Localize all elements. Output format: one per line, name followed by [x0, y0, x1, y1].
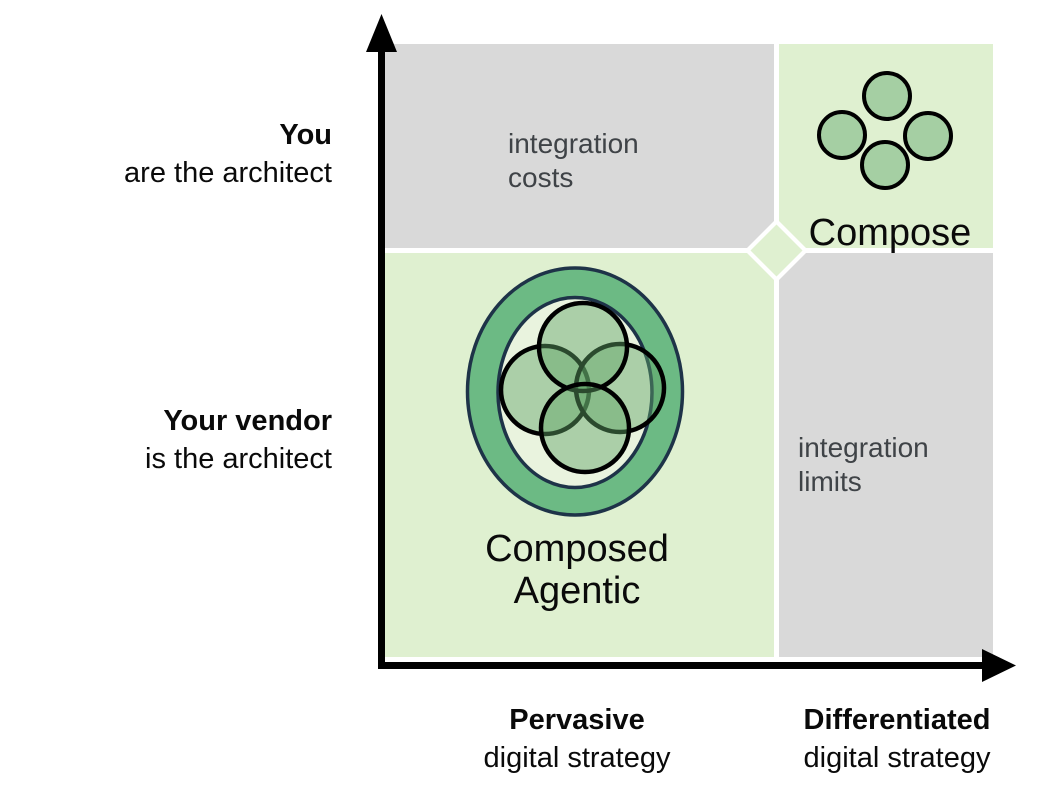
composed-agentic-icon [465, 266, 685, 517]
agentic-circle-bottom [538, 381, 632, 475]
y-axis-label-bottom: Your vendor is the architect [0, 402, 332, 478]
compose-circle-bottom [860, 140, 910, 190]
y-axis-label-bottom-line2: is the architect [145, 443, 332, 475]
y-axis-label-top: You are the architect [0, 116, 332, 192]
compose-icon [817, 71, 953, 190]
agentic-circle-top [536, 300, 630, 394]
note-integration-costs-line2: costs [508, 162, 574, 193]
y-axis-label-top-line2: are the architect [124, 157, 332, 189]
composed-agentic-title: Composed Agentic [447, 528, 707, 612]
compose-circle-top [862, 71, 912, 121]
note-integration-limits: integration limits [798, 431, 929, 499]
center-diamond [750, 224, 803, 277]
x-axis-arrowhead-icon [982, 649, 1016, 682]
y-axis-arrowhead-icon [366, 14, 397, 52]
y-axis-label-top-line1: You [279, 119, 332, 151]
x-axis-label-left: Pervasive digital strategy [417, 701, 737, 777]
x-axis-label-right-line2: digital strategy [803, 742, 991, 774]
x-axis-label-left-line2: digital strategy [483, 742, 671, 774]
compose-circle-left [817, 110, 867, 160]
composed-agentic-title-line2: Agentic [513, 570, 641, 612]
note-integration-costs-line1: integration [508, 128, 639, 159]
note-integration-costs: integration costs [508, 127, 639, 195]
compose-title: Compose [808, 212, 972, 254]
y-axis-label-bottom-line1: Your vendor [163, 405, 332, 437]
agentic-circle-right [573, 341, 667, 435]
note-integration-limits-line1: integration [798, 432, 929, 463]
quadrant-bottom-right [779, 253, 993, 657]
x-axis-label-left-line1: Pervasive [509, 704, 645, 736]
x-axis-label-right: Differentiated digital strategy [737, 701, 1037, 777]
x-axis-label-right-line1: Differentiated [803, 704, 991, 736]
note-integration-limits-line2: limits [798, 466, 862, 497]
quadrant-top-left [385, 44, 774, 248]
compose-circle-right [903, 111, 953, 161]
composed-agentic-title-line1: Composed [485, 528, 669, 570]
